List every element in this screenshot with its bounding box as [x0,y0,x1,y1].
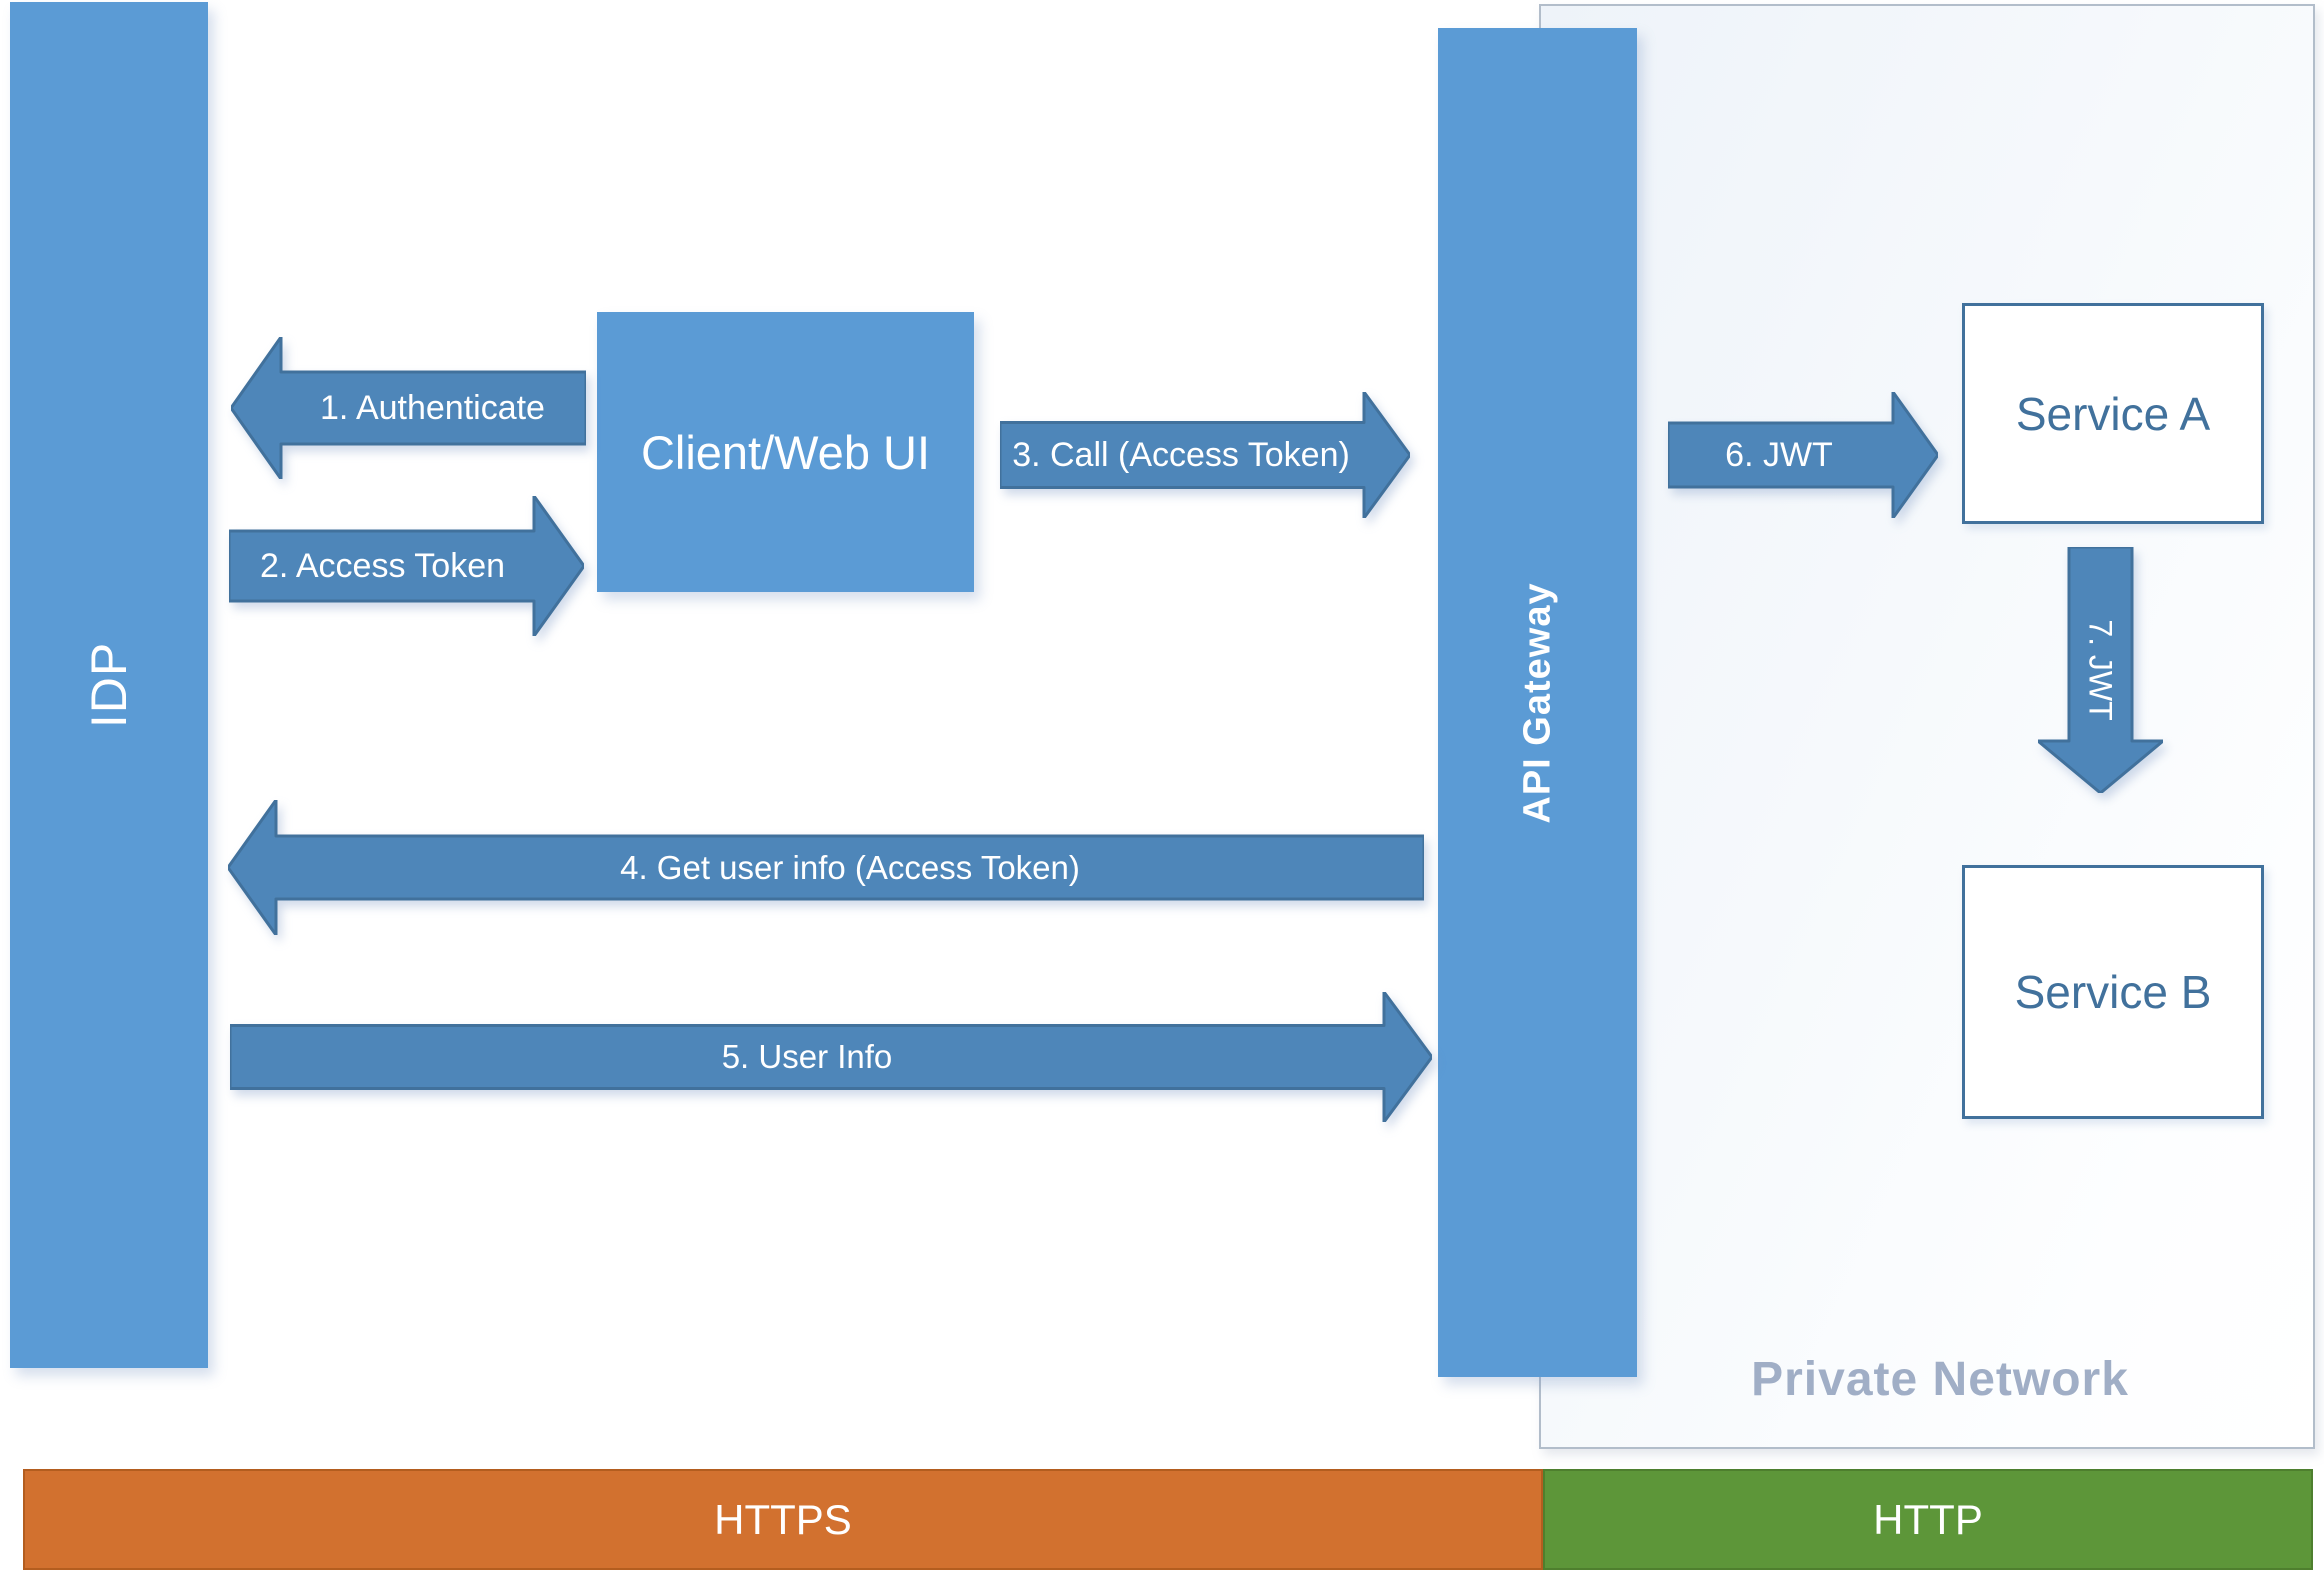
arrow-jwt-service-b-label: 7. JWT [2083,619,2119,721]
node-client-web-ui: Client/Web UI [597,312,974,592]
idp-label: IDP [81,641,137,729]
arrow-call-access-token: 3. Call (Access Token) [1000,392,1410,518]
arrow-jwt-service-a-label: 6. JWT [1725,435,1833,474]
http-bar: HTTP [1543,1469,2313,1570]
arrow-call-access-token-label: 3. Call (Access Token) [1012,435,1350,474]
right-arrow-icon [1668,392,1938,518]
right-arrow-icon [230,992,1432,1122]
node-service-b: Service B [1962,865,2264,1119]
arrow-user-info: 5. User Info [230,992,1432,1122]
arrow-jwt-service-b: 7. JWT [2038,547,2163,793]
https-bar: HTTPS [23,1469,1543,1570]
right-arrow-icon [229,496,584,636]
https-label: HTTPS [714,1495,852,1543]
down-arrow-icon [2038,547,2163,793]
private-network-container [1539,4,2315,1449]
private-network-label: Private Network [1751,1352,2129,1406]
arrow-get-user-info: 4. Get user info (Access Token) [228,800,1424,935]
arrow-jwt-service-a: 6. JWT [1668,392,1938,518]
node-api-gateway: API Gateway [1438,28,1637,1377]
node-idp: IDP [10,2,208,1368]
arrow-get-user-info-label: 4. Get user info (Access Token) [620,848,1080,886]
left-arrow-icon [231,337,586,479]
node-service-a: Service A [1962,303,2264,524]
left-arrow-icon [228,800,1424,935]
arrow-authenticate: 1. Authenticate [231,337,586,479]
service-b-label: Service B [2014,966,2212,1018]
client-web-ui-label: Client/Web UI [640,425,931,479]
arrow-access-token-label: 2. Access Token [259,546,506,585]
api-gateway-label: API Gateway [1516,581,1558,824]
http-label: HTTP [1873,1495,1983,1543]
arrow-authenticate-label: 1. Authenticate [320,388,545,427]
right-arrow-icon [1000,392,1410,518]
service-a-label: Service A [2015,387,2211,440]
arrow-access-token: 2. Access Token [229,496,584,636]
arrow-user-info-label: 5. User Info [721,1038,893,1075]
